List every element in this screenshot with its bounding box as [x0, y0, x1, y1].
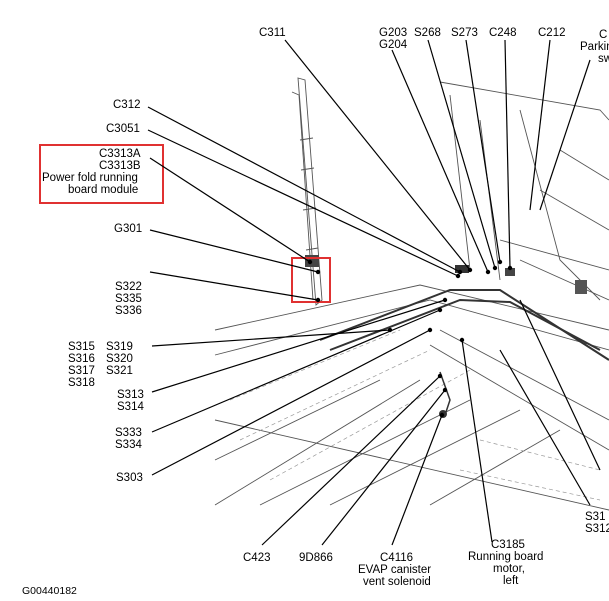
label-g204: G204 — [379, 39, 408, 51]
label-c3313a: C3313A — [99, 148, 141, 160]
label-c4116-line1: C4116 — [380, 552, 413, 564]
label-c248: C248 — [489, 27, 517, 39]
label-s335: S335 — [115, 293, 142, 305]
label-s319: S319 — [106, 341, 133, 353]
label-s315: S315 — [68, 341, 95, 353]
label-s303: S303 — [116, 472, 143, 484]
vehicle-body-drawing — [214, 77, 609, 511]
label-s312: S312 — [585, 523, 609, 535]
label-s316: S316 — [68, 353, 95, 365]
label-s313: S313 — [117, 389, 144, 401]
label-c3185-line2: Running board — [468, 551, 543, 563]
label-s311: S31 — [585, 511, 605, 523]
leader-lines — [147, 39, 601, 546]
label-s268: S268 — [414, 27, 441, 39]
label-s321: S321 — [106, 365, 133, 377]
label-s314: S314 — [117, 401, 144, 413]
label-c3051: C3051 — [106, 123, 140, 135]
label-s320: S320 — [106, 353, 133, 365]
label-s336: S336 — [115, 305, 142, 317]
label-c3313b: C3313B — [99, 160, 141, 172]
label-power-fold-line1: Power fold running — [42, 172, 138, 184]
label-c212: C212 — [538, 27, 566, 39]
label-9d866: 9D866 — [299, 552, 333, 564]
label-power-fold-line2: board module — [68, 184, 138, 196]
callout-labels: C311 G203 G204 S268 S273 C248 C212 C Par… — [22, 27, 609, 597]
label-s333: S333 — [115, 427, 142, 439]
label-parking-line1: C — [599, 29, 607, 41]
label-g301: G301 — [114, 223, 142, 235]
label-c423: C423 — [243, 552, 271, 564]
figure-id: G00440182 — [22, 585, 77, 597]
label-s318: S318 — [68, 377, 95, 389]
label-s322: S322 — [115, 281, 142, 293]
label-s334: S334 — [115, 439, 142, 451]
label-parking-line3: sw — [598, 53, 609, 65]
label-c4116-line3: vent solenoid — [363, 576, 431, 588]
label-c312: C312 — [113, 99, 141, 111]
label-c4116-line2: EVAP canister — [358, 564, 431, 576]
label-c311: C311 — [259, 27, 286, 39]
label-s317: S317 — [68, 365, 95, 377]
module-location-highlight — [291, 257, 331, 303]
label-s273: S273 — [451, 27, 478, 39]
label-c3185-line4: left — [503, 575, 519, 587]
module-label-highlight — [39, 144, 164, 204]
label-c3185-line1: C3185 — [491, 539, 525, 551]
label-parking-line2: Parking — [580, 41, 609, 53]
label-c3185-line3: motor, — [493, 563, 525, 575]
label-g203: G203 — [379, 27, 407, 39]
leader-arrowheads — [307, 259, 513, 418]
